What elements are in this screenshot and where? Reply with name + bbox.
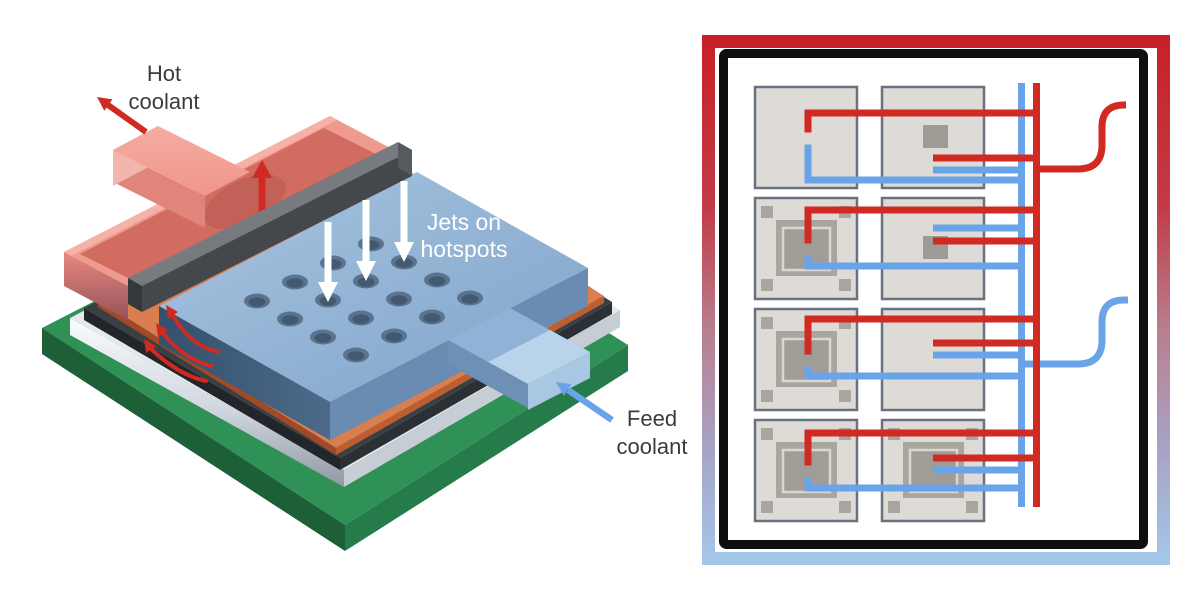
manifold-up-arrow	[252, 160, 272, 214]
corner-pad	[761, 428, 773, 440]
corner-pad	[761, 279, 773, 291]
chip-package-schematic	[702, 35, 1170, 565]
corner-pad	[761, 317, 773, 329]
jet-plate-left-face	[159, 306, 330, 440]
hot-coolant-arrow	[97, 97, 148, 135]
hot-outlet-connector	[1036, 101, 1126, 173]
cold-coolant-routing	[804, 83, 1128, 507]
hot-coolant-label-line1: Hot	[147, 61, 181, 86]
inlet-tab	[448, 308, 590, 410]
feed-coolant-arrow	[556, 382, 614, 423]
cold-feed-line	[804, 477, 1022, 492]
corner-pad	[839, 279, 851, 291]
cold-feed-line	[804, 366, 1022, 380]
outlet-pipe-top	[113, 126, 250, 196]
collector-bar-front	[142, 150, 412, 312]
manifold-left-face	[64, 252, 128, 320]
thermal-gradient-frame	[702, 35, 1170, 565]
gradient-frame	[702, 35, 1170, 565]
feed-coolant-label-line1: Feed	[627, 406, 677, 431]
collector-bar	[128, 142, 412, 312]
corner-pad	[761, 206, 773, 218]
hot-coolant-label-line2: coolant	[129, 89, 200, 114]
inlet-tab-top-light	[488, 330, 590, 384]
cold-feed-line	[804, 144, 1022, 184]
hot-return-line	[804, 109, 1037, 133]
jets-label-line2: hotspots	[421, 236, 508, 262]
jets-label-line1: Jets on	[427, 209, 501, 235]
collector-bar-top	[128, 142, 412, 286]
collector-bar-end-right	[398, 142, 412, 176]
corner-pad	[966, 501, 978, 513]
inlet-tab-side	[448, 340, 528, 408]
pcb-left-face	[42, 328, 345, 551]
jet-arrows	[318, 181, 414, 302]
hot-return-line	[804, 315, 1037, 355]
corner-pad	[761, 390, 773, 402]
hot-coolant-routing	[804, 83, 1126, 507]
corner-pad	[888, 501, 900, 513]
hot-return-line	[804, 429, 1037, 466]
corner-pad	[761, 501, 773, 513]
corner-pad	[839, 501, 851, 513]
spent-coolant-swirl-arrows	[144, 305, 220, 383]
pcb-right-face	[345, 345, 628, 551]
chip-r3-c2-plain	[880, 307, 986, 412]
corner-pad	[839, 390, 851, 402]
package-border	[719, 49, 1148, 549]
collector-bar-end-left	[128, 278, 142, 312]
feed-coolant-label-line2: coolant	[617, 434, 688, 459]
package-outline	[719, 49, 1148, 549]
cooling-3d-illustration: Hot coolant Jets on hotspots Feed coolan…	[42, 61, 687, 551]
hotspot-pad	[923, 125, 948, 148]
copper-left-face	[98, 300, 336, 455]
inlet-tab-end	[528, 352, 590, 410]
cold-feed-line	[804, 255, 1022, 270]
hot-return-line	[804, 206, 1037, 244]
outlet-pipe	[113, 126, 250, 228]
cold-inlet-connector	[1021, 296, 1128, 368]
substrate-left-face	[70, 318, 344, 487]
